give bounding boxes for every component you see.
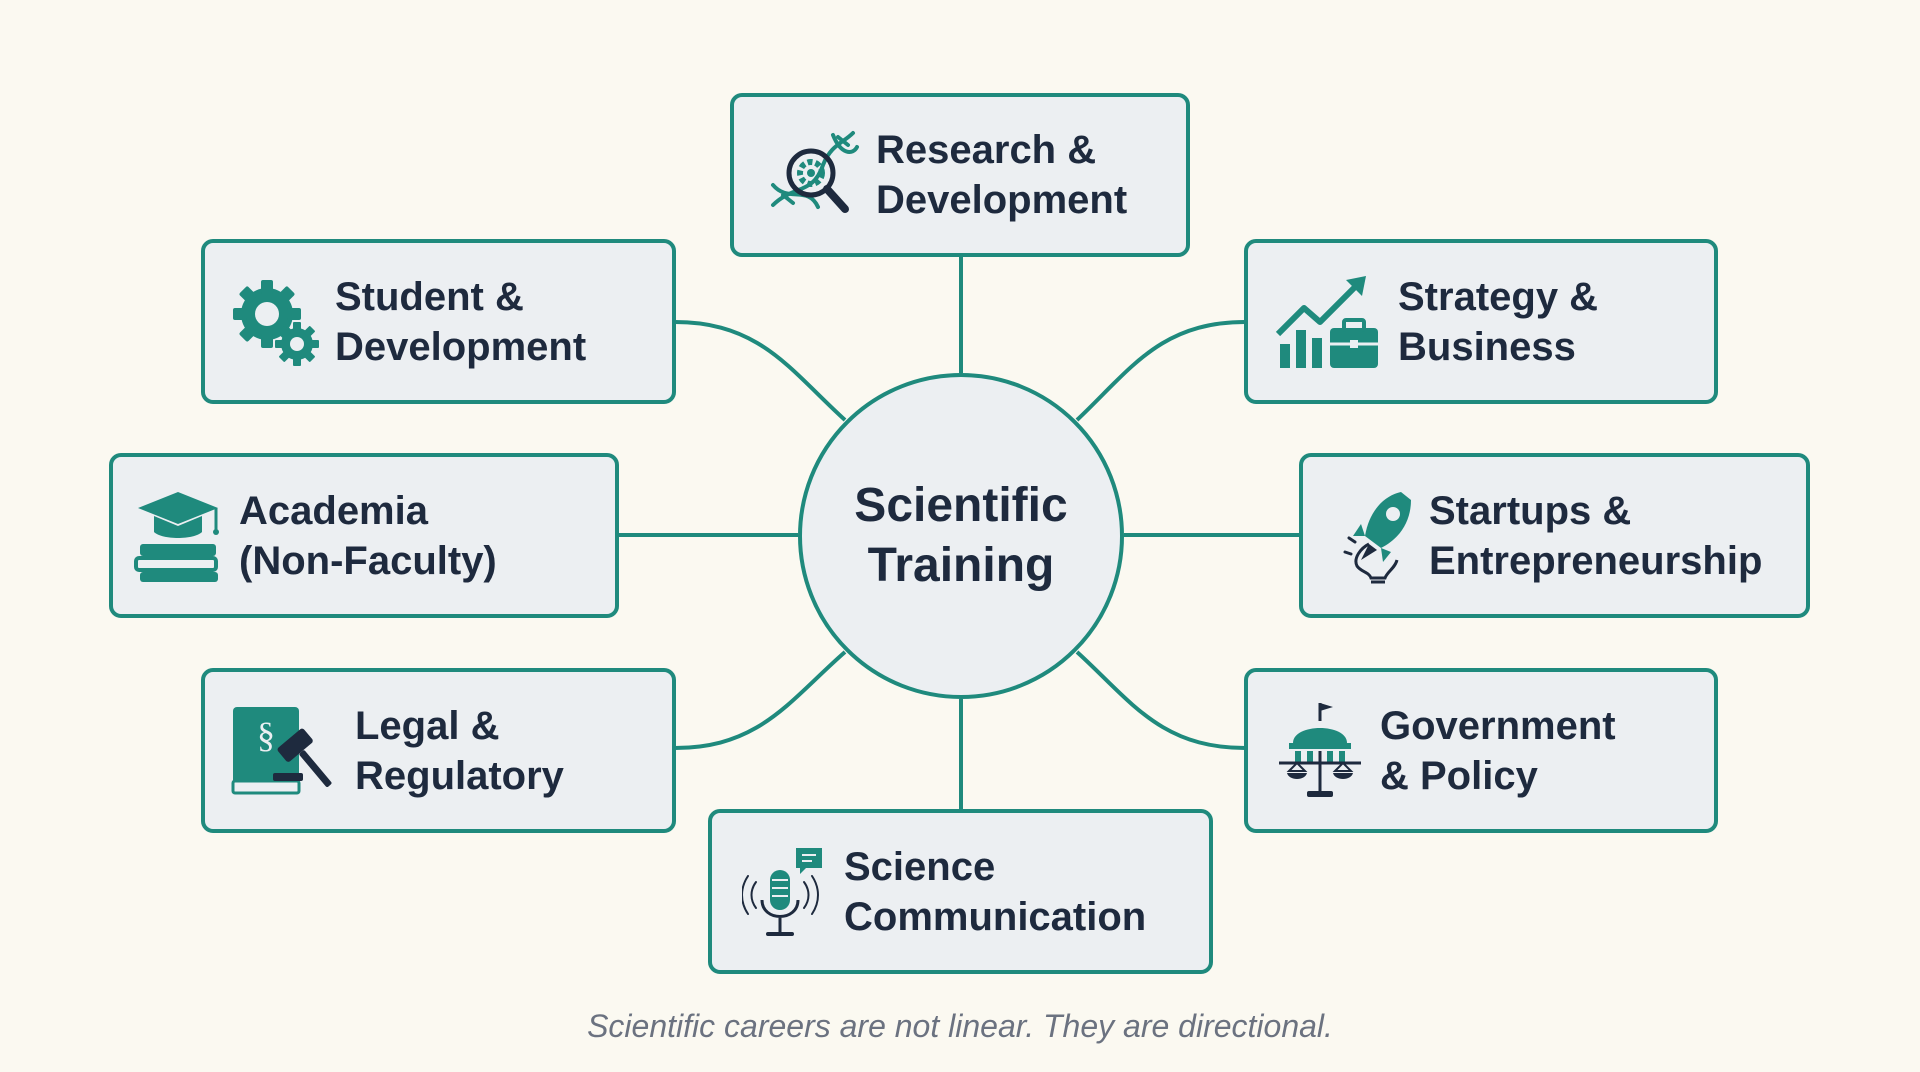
label-line-2: (Non-Faculty)	[239, 538, 497, 583]
connector-legal	[674, 650, 847, 750]
node-government-policy: Government & Policy	[1244, 668, 1718, 833]
svg-text:§: §	[257, 715, 275, 755]
label-line-1: Startups &	[1429, 488, 1632, 533]
rocket-lightbulb-icon	[1329, 486, 1429, 586]
node-label: Research & Development	[876, 125, 1127, 225]
dna-gear-magnifier-icon	[758, 125, 868, 225]
label-line-1: Strategy &	[1398, 274, 1599, 319]
node-science-communication: Science Communication	[708, 809, 1213, 974]
node-startups: Startups & Entrepreneurship	[1299, 453, 1810, 618]
node-label: Government & Policy	[1380, 701, 1616, 801]
label-line-1: Legal &	[355, 703, 500, 748]
graduation-cap-books-icon	[129, 486, 229, 586]
node-label: Student & Development	[335, 272, 586, 372]
label-line-2: Development	[335, 324, 587, 369]
label-line-1: Student &	[335, 274, 524, 319]
node-label: Academia (Non-Faculty)	[239, 486, 497, 586]
center-hub: Scientific Training	[798, 373, 1124, 699]
node-label: Science Communication	[844, 842, 1146, 942]
connector-strategy	[1075, 320, 1246, 422]
label-line-1: Academia	[239, 488, 428, 533]
label-line-2: & Policy	[1380, 753, 1538, 798]
microphone-speech-bubble-icon	[734, 842, 834, 942]
label-line-2: Entrepreneurship	[1429, 538, 1763, 583]
label-line-2: Business	[1398, 324, 1576, 369]
growth-chart-briefcase-icon	[1270, 272, 1386, 372]
gears-icon	[227, 276, 327, 368]
connector-student	[674, 320, 847, 422]
node-legal-regulatory: § Legal & Regulatory	[201, 668, 676, 833]
label-line-2: Development	[876, 178, 1128, 222]
node-label: Strategy & Business	[1398, 272, 1598, 372]
connector-government	[1075, 650, 1246, 750]
node-label: Legal & Regulatory	[355, 701, 564, 801]
center-line-1: Scientific	[854, 479, 1068, 532]
node-research-development: Research & Development	[730, 93, 1190, 257]
capitol-scales-icon	[1270, 701, 1370, 801]
node-strategy-business: Strategy & Business	[1244, 239, 1718, 404]
center-line-2: Training	[867, 539, 1055, 592]
tagline: Scientific careers are not linear. They …	[587, 1008, 1333, 1044]
node-student-development: Student & Development	[201, 239, 676, 404]
node-academia: Academia (Non-Faculty)	[109, 453, 619, 618]
node-label: Startups & Entrepreneurship	[1429, 486, 1762, 586]
label-line-1: Science	[844, 844, 996, 889]
label-line-2: Communication	[844, 894, 1147, 939]
label-line-1: Research &	[876, 128, 1097, 172]
label-line-2: Regulatory	[355, 753, 564, 798]
law-book-gavel-icon: §	[227, 703, 339, 799]
label-line-1: Government	[1380, 703, 1616, 748]
